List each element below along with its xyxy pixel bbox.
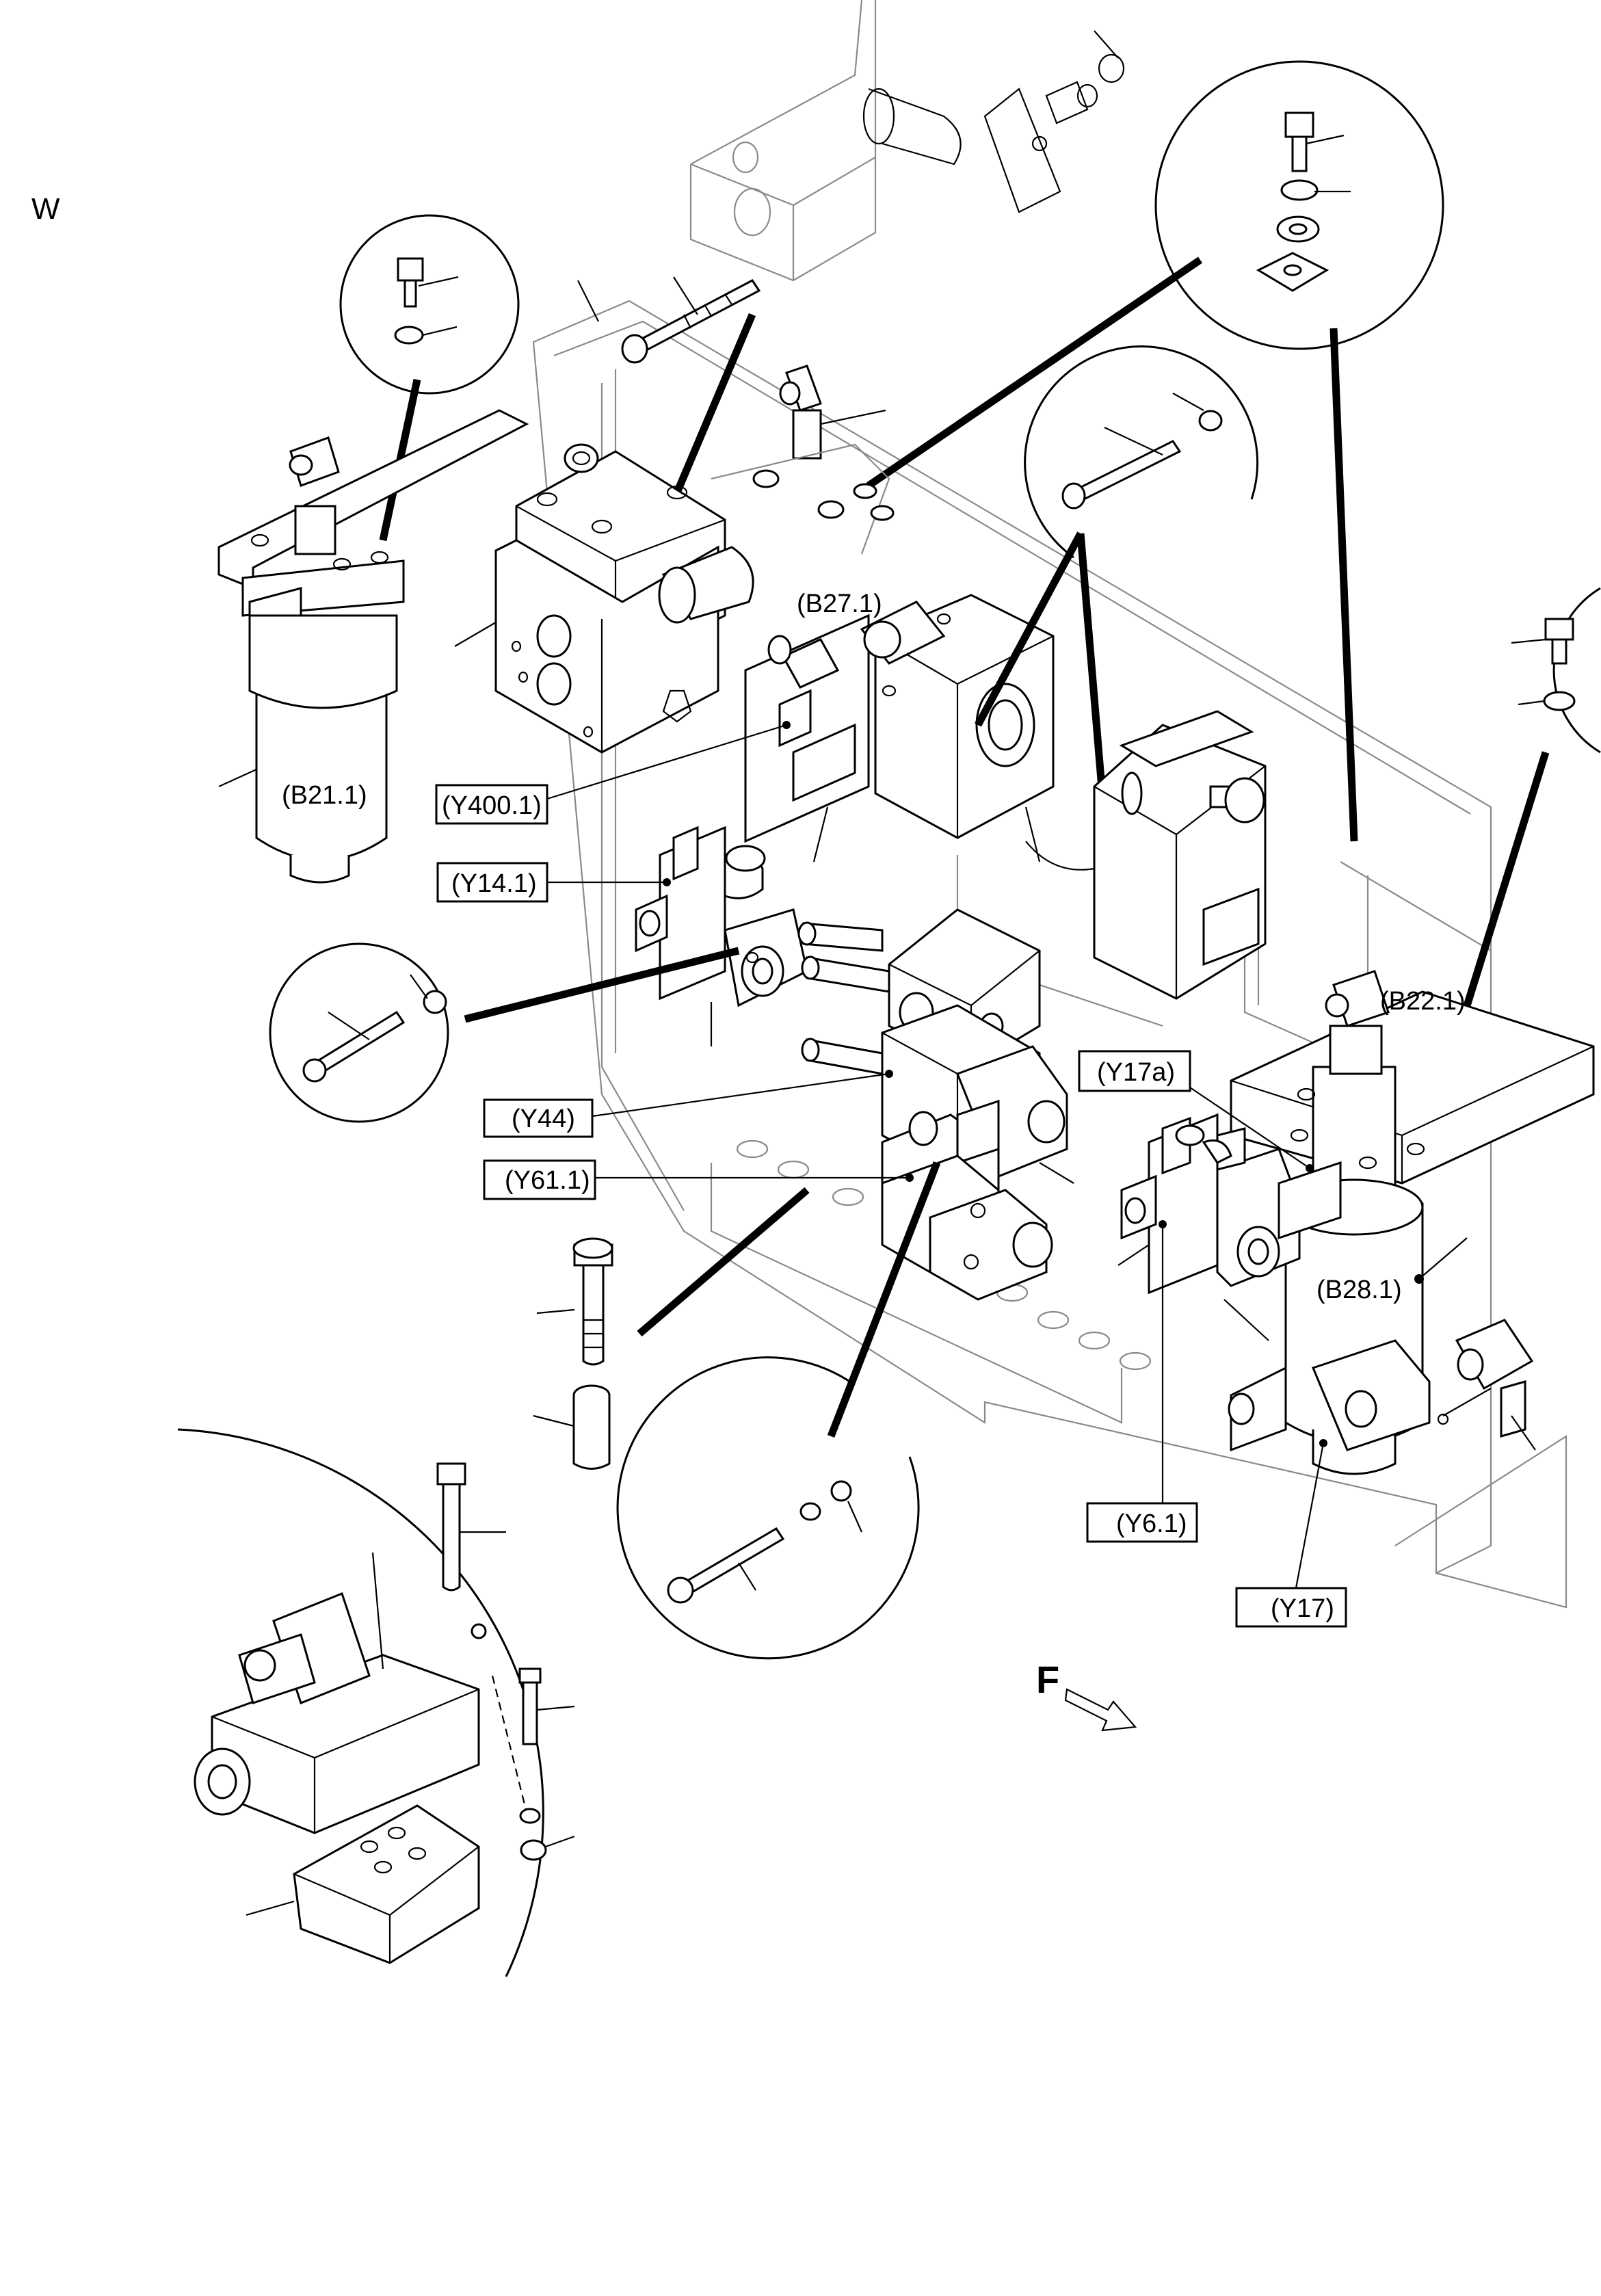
view-letter: W xyxy=(31,192,60,226)
direction-marker-f: F xyxy=(1036,1658,1137,1732)
svg-text:(B21.1): (B21.1) xyxy=(282,781,367,810)
svg-text:(Y400.1): (Y400.1) xyxy=(442,791,542,820)
label-b21-1: (B21.1) xyxy=(282,781,367,810)
detail-circle-bolt-bottom-center xyxy=(616,1161,941,1660)
svg-text:(Y14.1): (Y14.1) xyxy=(451,869,537,898)
label-b28-1: (B28.1) xyxy=(1316,1276,1402,1304)
svg-text:(Y44): (Y44) xyxy=(512,1105,575,1133)
valve-stack-y44-y61 xyxy=(801,908,1074,1301)
detail-circle-bolt-left xyxy=(269,942,740,1123)
filter-b28-1 xyxy=(1223,1178,1536,1475)
label-y44: (Y44) xyxy=(483,1070,893,1138)
pressure-switch-b27 xyxy=(711,365,895,555)
svg-text:(Y17): (Y17) xyxy=(1271,1594,1334,1623)
solenoid-valve-y400-1 xyxy=(744,594,1055,862)
solenoid-valve-y14-1 xyxy=(635,826,884,1046)
filter-b21-1 xyxy=(217,409,529,884)
direction-letter: F xyxy=(1036,1658,1059,1701)
detail-circle-valve-bottom-left xyxy=(177,1428,575,1977)
filter-b22-1 xyxy=(1230,970,1595,1202)
svg-text:(Y6.1): (Y6.1) xyxy=(1116,1509,1187,1538)
label-y14-1: (Y14.1) xyxy=(436,862,671,903)
svg-text:(Y61.1): (Y61.1) xyxy=(505,1166,590,1195)
bolt-and-spacer xyxy=(533,1187,810,1470)
label-y61-1: (Y61.1) xyxy=(483,1159,914,1200)
detail-circle-fasteners-top-right xyxy=(866,60,1444,842)
svg-text:(B28.1): (B28.1) xyxy=(1316,1276,1402,1304)
label-y17a: (Y17a) xyxy=(1078,1050,1314,1172)
label-y6-1: (Y6.1) xyxy=(1086,1220,1198,1543)
solenoid-valve-y6-1 xyxy=(1117,1113,1342,1295)
control-valve-right xyxy=(1024,710,1267,1000)
label-y17: (Y17) xyxy=(1235,1439,1347,1628)
label-y400-1: (Y400.1) xyxy=(435,721,791,825)
label-b27-1: (B27.1) xyxy=(797,590,882,618)
long-bolt-top xyxy=(577,276,761,494)
upper-valve-block xyxy=(689,0,1125,282)
svg-text:(B22.1): (B22.1) xyxy=(1380,987,1466,1016)
svg-text:(B27.1): (B27.1) xyxy=(797,590,882,618)
svg-text:(Y17a): (Y17a) xyxy=(1097,1058,1175,1087)
pressure-valve-block xyxy=(454,443,754,754)
label-b22-1: (B22.1) xyxy=(1380,987,1466,1016)
